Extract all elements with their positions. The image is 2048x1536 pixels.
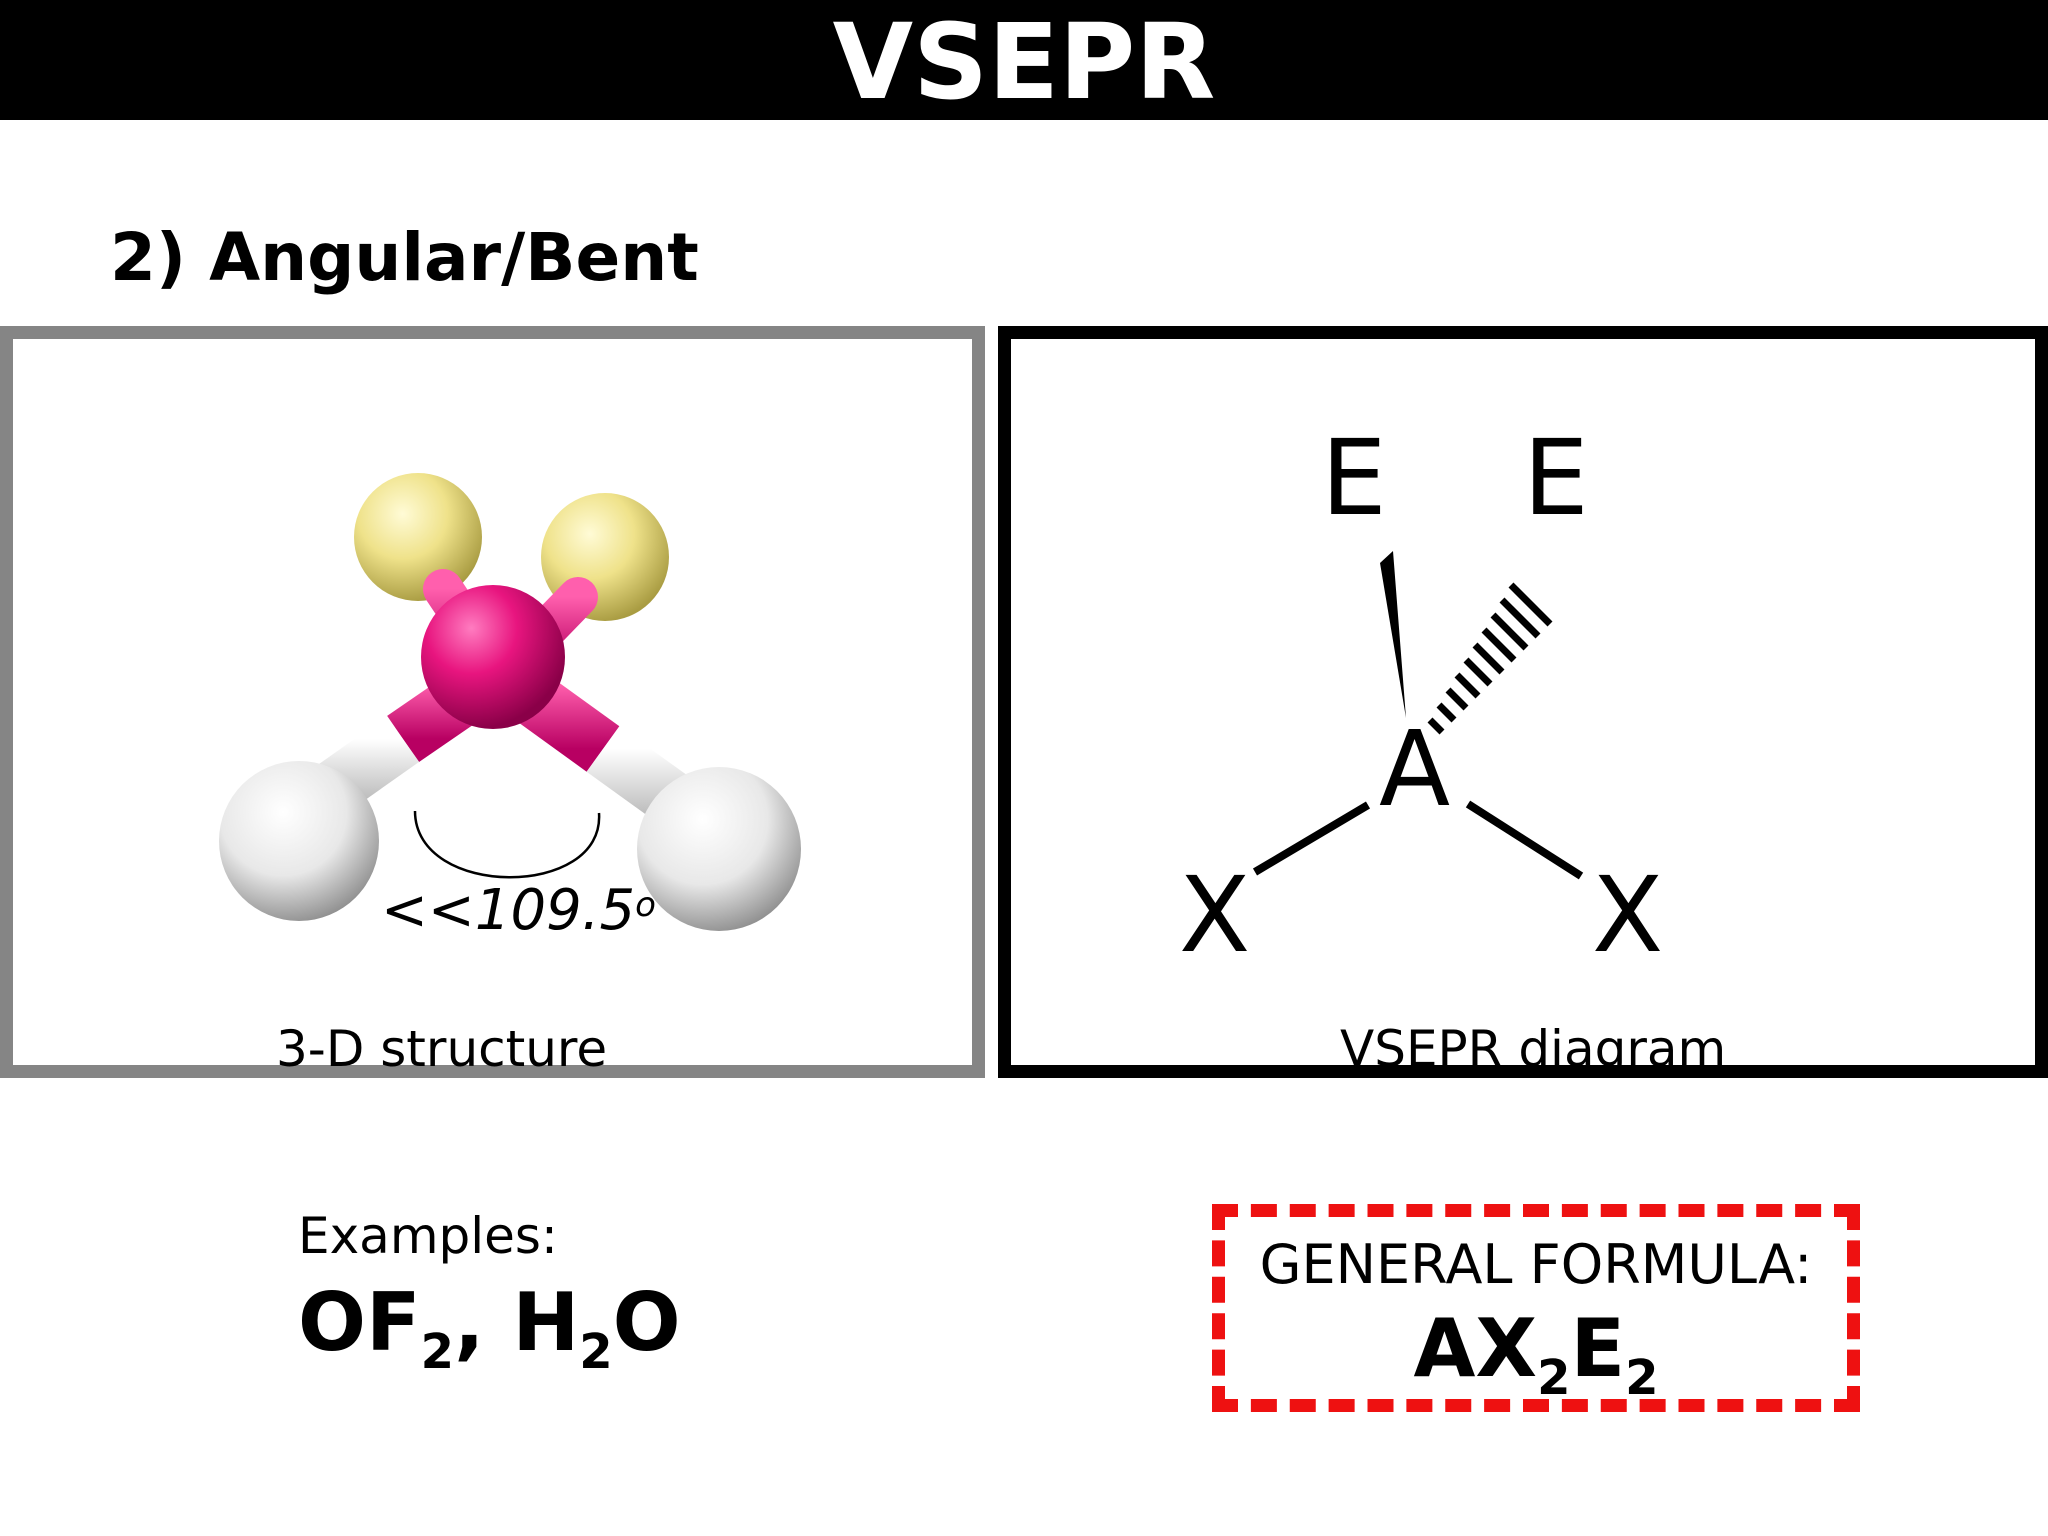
page-title: VSEPR (832, 1, 1216, 123)
formula-of2-sub: 2 (420, 1324, 455, 1380)
structure-3d-panel: <<109.5o 3-D structure (0, 326, 985, 1078)
atom-label-e-right: E (1523, 417, 1589, 539)
central-atom (421, 585, 565, 729)
formula-h2o-h: H (512, 1276, 580, 1369)
formula-separator: , (454, 1276, 485, 1369)
bond-angle-label: <<109.5o (381, 879, 656, 943)
examples-label: Examples: (298, 1207, 558, 1265)
formula-e: E (1570, 1302, 1626, 1395)
atom-label-e-left: E (1321, 417, 1387, 539)
bond-left-x (1252, 801, 1371, 876)
formula-ax-sub: 2 (1537, 1350, 1571, 1406)
panel-caption-3d: 3-D structure (276, 1020, 608, 1078)
title-bar: VSEPR (0, 0, 2048, 123)
atom-label-a: A (1379, 708, 1450, 830)
wedge-bond (1380, 551, 1406, 718)
angle-value: <<109.5 (381, 878, 636, 943)
formula-h2o-o: O (612, 1276, 681, 1369)
formula-h2o-sub: 2 (579, 1324, 613, 1380)
formula-of2-main: OF (298, 1276, 421, 1369)
examples-block: Examples: OF2, H2O (298, 1205, 681, 1402)
white-atom-right (637, 767, 801, 931)
yellow-atom-left (354, 473, 482, 601)
panel-caption-vsepr: VSEPR diagram (1340, 1020, 1727, 1078)
molecule-3d-model (219, 473, 801, 931)
bond-right-x (1465, 800, 1584, 880)
white-atom-left (219, 761, 379, 921)
general-formula-value: AX2E2 (1225, 1301, 1847, 1426)
atom-label-x-right: X (1592, 854, 1663, 976)
formula-ax: AX (1413, 1302, 1538, 1395)
atom-label-x-left: X (1179, 854, 1250, 976)
general-formula-label: GENERAL FORMULA: (1259, 1233, 1813, 1296)
vsepr-diagram-panel: E E A X X VSEPR diagram (998, 326, 2048, 1078)
examples-formulas: OF2, H2O (298, 1273, 681, 1402)
angle-arc (413, 810, 601, 879)
general-formula-box: GENERAL FORMULA: AX2E2 (1212, 1204, 1860, 1412)
vsepr-diagram: E E A X X (1179, 417, 1663, 976)
angle-unit: o (635, 885, 656, 925)
hashed-bond (1427, 582, 1553, 735)
formula-e-sub: 2 (1625, 1350, 1659, 1406)
section-heading: 2) Angular/Bent (110, 219, 699, 296)
